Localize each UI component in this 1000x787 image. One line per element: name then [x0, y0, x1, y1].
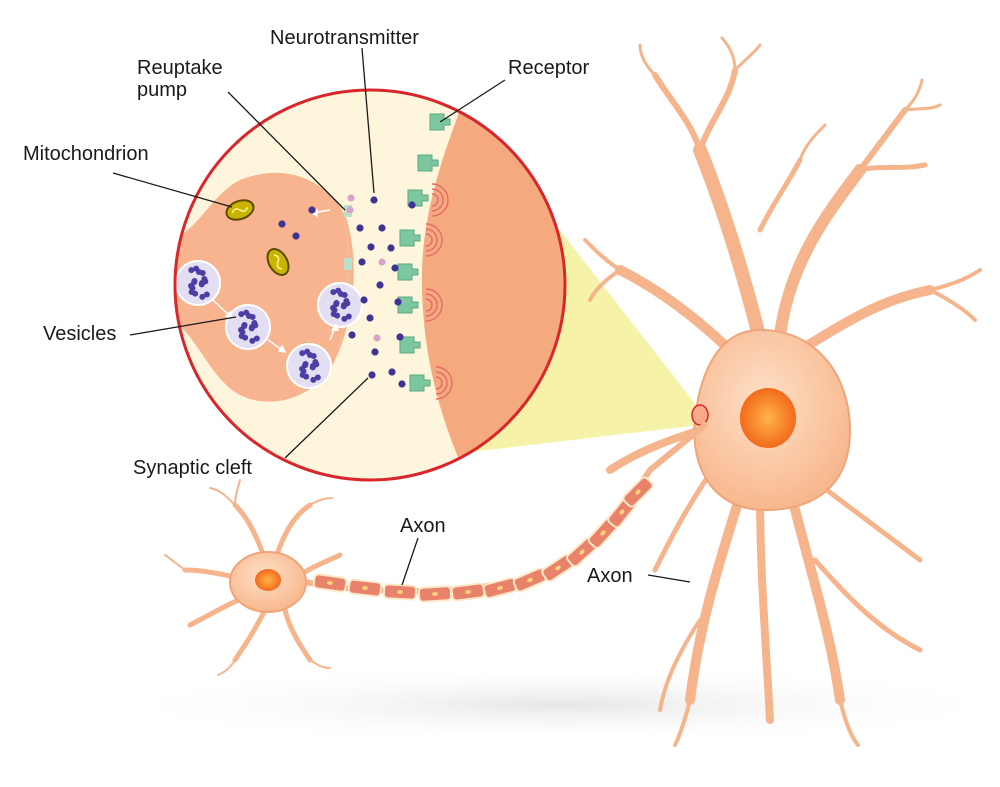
receptor [397, 296, 419, 314]
neurotransmitter [347, 194, 355, 202]
label-reuptake-pump: Reuptake pump [137, 57, 223, 101]
mitochondrion-2 [266, 248, 290, 276]
neurotransmitter [346, 206, 354, 214]
neurotransmitter [367, 243, 375, 251]
magnified-synapse [175, 90, 565, 480]
leader-lines [112, 47, 691, 586]
neurotransmitter [394, 298, 402, 306]
neurotransmitter [368, 371, 376, 379]
neurotransmitter-molecules [278, 194, 416, 388]
synapse-marker [691, 404, 709, 426]
leader-neurotransmitter [361, 47, 375, 194]
vesicle [317, 282, 363, 328]
receptor [417, 154, 439, 172]
neurotransmitter [308, 206, 316, 214]
leader-synaptic-cleft [284, 377, 369, 459]
neurotransmitter [371, 348, 379, 356]
receptor [399, 336, 421, 354]
myelin-segment [622, 476, 654, 508]
large-neuron-dendrites [583, 36, 982, 365]
neurotransmitter [360, 296, 368, 304]
small-neuron-nucleus [255, 569, 281, 591]
vesicles-group [175, 260, 363, 389]
receptor [399, 229, 421, 247]
myelin-segment [312, 573, 348, 593]
leader-receptor [439, 79, 506, 123]
neurotransmitter [378, 224, 386, 232]
receptor [409, 374, 431, 392]
leader-reuptake [227, 91, 346, 211]
neurotransmitter [348, 331, 356, 339]
myelin-segment [347, 578, 383, 598]
ground-shadow [100, 665, 1000, 745]
neurotransmitter [366, 314, 374, 322]
neurotransmitter [370, 196, 378, 204]
myelin-segment [417, 585, 453, 603]
myelin-segment [450, 582, 486, 602]
large-neuron-nucleus [740, 388, 796, 448]
neurotransmitter [378, 258, 386, 266]
label-synaptic-cleft: Synaptic cleft [133, 457, 252, 479]
label-axon-large: Axon [587, 565, 633, 587]
neurotransmitter [376, 281, 384, 289]
leader-vesicles [129, 316, 237, 336]
vesicle [175, 260, 221, 306]
mitochondria [225, 199, 290, 276]
neurotransmitter [356, 224, 364, 232]
neurotransmitter [408, 201, 416, 209]
magnifier-ring [173, 88, 567, 482]
signal-wave [425, 288, 443, 322]
neurotransmitter [396, 333, 404, 341]
neurotransmitter [292, 232, 300, 240]
receptor-signal-waves [425, 183, 453, 400]
vesicle [286, 343, 332, 389]
neurotransmitter [373, 334, 381, 342]
myelin-segment [482, 577, 518, 599]
label-neurotransmitter: Neurotransmitter [270, 27, 419, 49]
neurotransmitter [388, 368, 396, 376]
myelin-segment [382, 583, 418, 601]
label-axon-small: Axon [400, 515, 446, 537]
leader-axon-large [647, 574, 691, 583]
receptor [397, 263, 419, 281]
leader-axon-small [401, 537, 419, 586]
signal-wave [425, 223, 443, 257]
neurotransmitter [398, 380, 406, 388]
postsynaptic-membrane [421, 90, 565, 480]
mitochondrion-1 [225, 199, 255, 221]
label-vesicles: Vesicles [43, 323, 117, 345]
signal-wave [435, 366, 453, 400]
neurotransmitter [358, 258, 366, 266]
neurotransmitter [391, 264, 399, 272]
vesicle [225, 304, 271, 350]
axon-myelin-chain [302, 422, 708, 603]
label-receptor: Receptor [508, 57, 590, 79]
signal-wave [431, 183, 449, 217]
vesicle-flow-arrows [212, 208, 340, 353]
label-mitochondrion: Mitochondrion [23, 143, 149, 165]
neurotransmitter [278, 220, 286, 228]
leader-mitochondrion [112, 172, 233, 208]
neurotransmitter [387, 244, 395, 252]
